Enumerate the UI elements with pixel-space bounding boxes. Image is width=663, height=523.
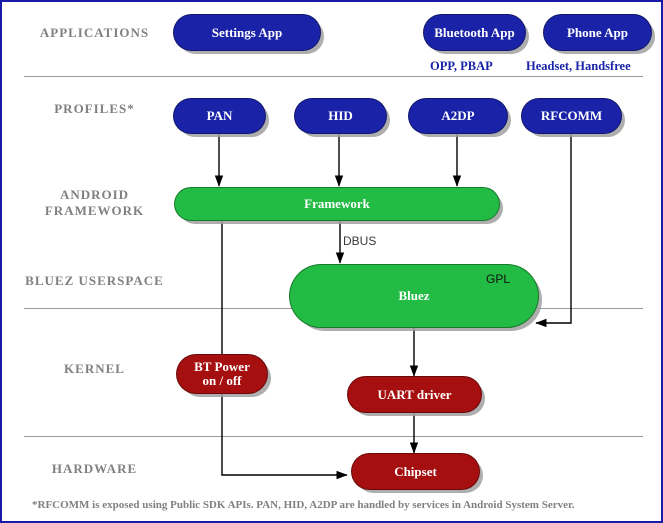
layer-label-kernel: KERNEL [64,361,125,376]
node-bluez[interactable]: Bluez [289,264,539,328]
wire-rfcomm-to-bluez [535,134,572,328]
footnote-text: *RFCOMM is exposed using Public SDK APIs… [32,499,575,511]
divider-kernel-hardware [24,436,643,437]
node-hid[interactable]: HID [294,98,387,134]
layer-label-bluez-userspace: BLUEZ USERSPACE [25,273,164,288]
annotation-gpl: GPL [486,272,511,286]
layer-label-profiles: PROFILES* [54,101,135,116]
divider-applications-profiles [24,76,643,77]
node-a2dp[interactable]: A2DP [408,98,508,134]
node-bt-power[interactable]: BT Power on / off [176,354,268,394]
wire-btpower-to-chipset [221,394,348,480]
layer-label-applications: APPLICATIONS [39,25,150,40]
node-chipset[interactable]: Chipset [351,453,480,490]
annotation-bluetooth-app-profiles: OPP, PBAP [430,59,493,73]
node-uart-driver[interactable]: UART driver [347,376,482,413]
annotation-phone-app-profiles: Headset, Handsfree [526,59,631,73]
node-phone-app[interactable]: Phone App [543,14,652,51]
layer-label-hardware: HARDWARE [51,461,138,476]
node-settings-app[interactable]: Settings App [173,14,321,51]
annotation-dbus: DBUS [343,234,377,248]
layer-label-android-framework: ANDROID FRAMEWORK [44,187,145,218]
node-pan[interactable]: PAN [173,98,266,134]
node-rfcomm[interactable]: RFCOMM [521,98,622,134]
node-bluetooth-app[interactable]: Bluetooth App [423,14,526,51]
node-framework[interactable]: Framework [174,187,500,221]
